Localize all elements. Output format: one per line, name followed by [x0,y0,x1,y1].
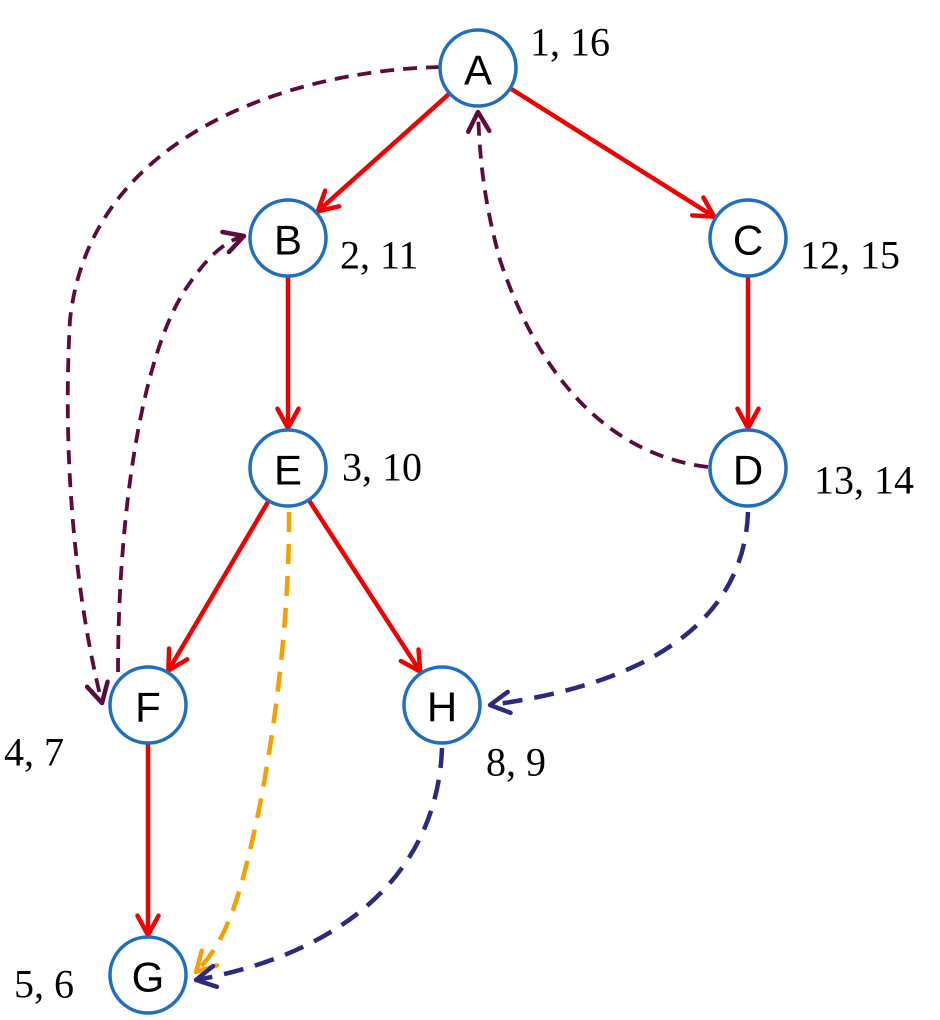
node-F: F 4, 7 [4,665,188,775]
edge-D-H-arrowhead [487,689,513,716]
node-A: A 1, 16 [438,20,610,108]
edge-E-G [193,511,292,975]
node-C-circle [708,198,788,278]
edge-A-B-arrowhead [315,188,342,214]
node-E: E 3, 10 [248,428,422,508]
edge-F-B [116,229,247,673]
node-F-label: F [135,684,161,731]
edge-B-E-arrowhead [275,406,301,431]
edge-A-C-arrowhead [689,195,717,219]
edge-A-B [315,91,452,214]
edge-E-F [166,499,271,673]
edge-A-F-line [65,65,441,704]
edge-F-G [135,743,161,938]
edge-E-H-line [306,498,423,673]
node-B-label: B [274,217,302,264]
node-C-times: 12, 15 [800,233,900,278]
edge-B-E [275,276,301,431]
edge-E-H-arrowhead [398,647,423,674]
node-F-times: 4, 7 [4,730,64,775]
node-D-label: D [733,447,763,494]
node-E-circle [248,428,328,508]
node-D-times: 13, 14 [814,458,914,503]
node-C-label: C [733,217,763,264]
edge-E-G-line [194,511,292,974]
edge-H-G-arrowhead [193,963,220,990]
node-E-times: 3, 10 [342,445,422,490]
nodes-layer: A 1, 16 B 2, 11 C 12, 15 E 3, 10 D 13, 14 F 4, 7 H 8,… [4,20,914,1015]
edge-E-F-line [166,499,271,672]
node-A-times: 1, 16 [530,20,610,65]
node-A-label: A [464,47,492,94]
edge-C-D-arrowhead [735,406,761,431]
edge-A-C-line [508,86,716,219]
edge-E-F-arrowhead [166,646,190,673]
node-G: G 5, 6 [14,935,188,1015]
edge-D-A [465,109,709,469]
edge-D-H-line [489,511,751,708]
node-H-circle [402,665,482,745]
node-H-times: 8, 9 [486,740,546,785]
edge-H-G [193,747,445,990]
edge-C-D [735,276,761,431]
node-H: H 8, 9 [402,665,546,785]
edge-D-A-arrowhead [465,109,492,134]
edge-D-H [487,511,751,716]
edge-F-G-arrowhead [135,913,161,938]
edge-A-B-line [316,91,452,214]
node-B-times: 2, 11 [340,233,419,278]
edge-A-F-arrowhead [84,679,110,706]
node-D: D 13, 14 [708,428,914,508]
edge-H-G-line [195,747,445,983]
edge-D-A-line [476,111,709,469]
node-G-circle [108,935,188,1015]
node-C: C 12, 15 [708,198,900,278]
edge-E-H [306,498,423,674]
edge-F-B-line [116,234,245,673]
node-E-label: E [274,447,302,494]
node-B: B 2, 11 [248,198,419,278]
edge-A-C [508,86,717,219]
node-D-circle [708,428,788,508]
edge-F-B-arrowhead [220,229,247,255]
node-F-circle [108,665,188,745]
edges-layer [65,65,761,990]
node-G-label: G [132,954,165,1001]
node-B-circle [248,198,328,278]
node-G-times: 5, 6 [14,962,74,1007]
edge-A-F [65,65,441,706]
node-A-circle [438,28,518,108]
node-H-label: H [427,684,457,731]
